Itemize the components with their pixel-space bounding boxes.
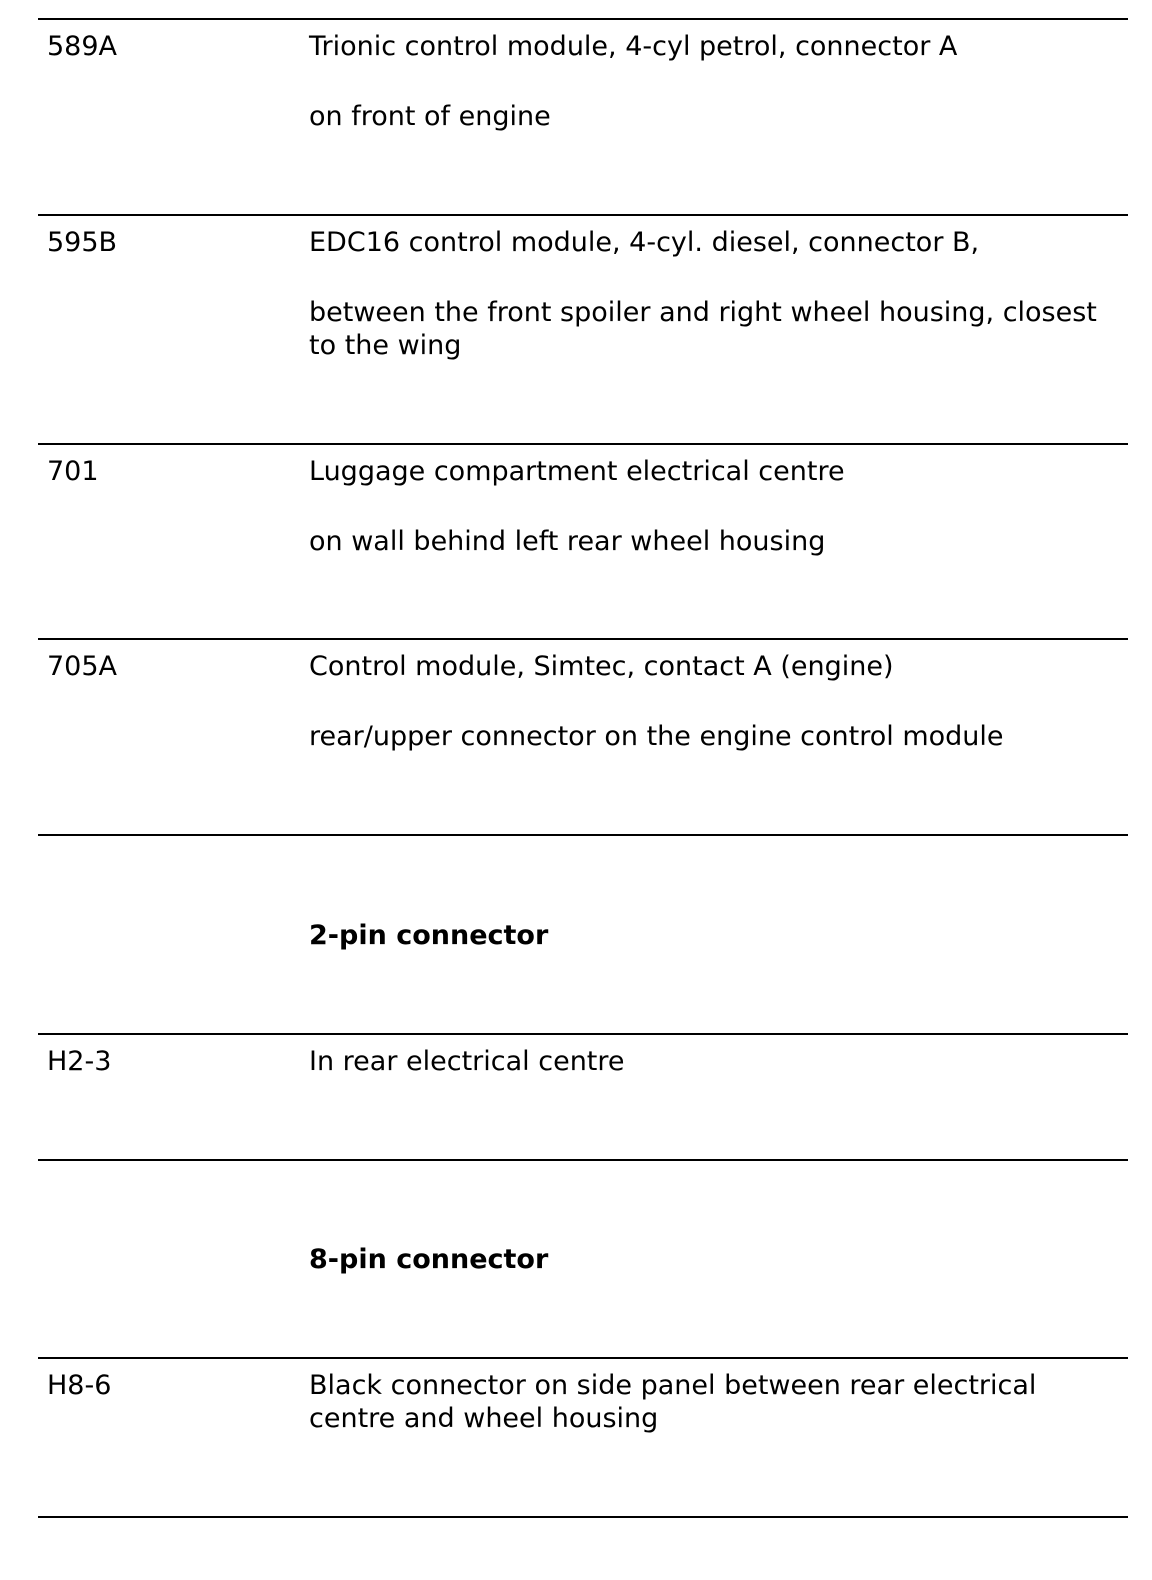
component-title: Luggage compartment electrical centre (309, 456, 845, 487)
component-title: Control module, Simtec, contact A (engin… (309, 651, 894, 682)
component-location: on front of engine (309, 101, 551, 132)
component-code: 705A (47, 651, 118, 682)
divider (38, 834, 1128, 836)
section-heading: 8-pin connector (309, 1244, 549, 1275)
divider (38, 18, 1128, 20)
divider (38, 1357, 1128, 1359)
divider (38, 443, 1128, 445)
component-code: 589A (47, 31, 118, 62)
component-title: EDC16 control module, 4-cyl. diesel, con… (309, 227, 980, 258)
component-location: rear/upper connector on the engine contr… (309, 721, 1004, 752)
component-code: 701 (47, 456, 99, 487)
section-heading: 2-pin connector (309, 920, 549, 951)
divider (38, 1159, 1128, 1161)
component-location: on wall behind left rear wheel housing (309, 526, 826, 557)
component-location: between the front spoiler and right whee… (309, 297, 1097, 361)
component-title: Trionic control module, 4-cyl petrol, co… (309, 31, 958, 62)
divider (38, 214, 1128, 216)
connector-code: H2-3 (47, 1046, 112, 1077)
divider (38, 1033, 1128, 1035)
component-code: 595B (47, 227, 118, 258)
connector-code: H8-6 (47, 1370, 112, 1401)
connector-location: In rear electrical centre (309, 1046, 625, 1077)
divider (38, 1516, 1128, 1518)
connector-location: Black connector on side panel between re… (309, 1370, 1037, 1434)
divider (38, 638, 1128, 640)
